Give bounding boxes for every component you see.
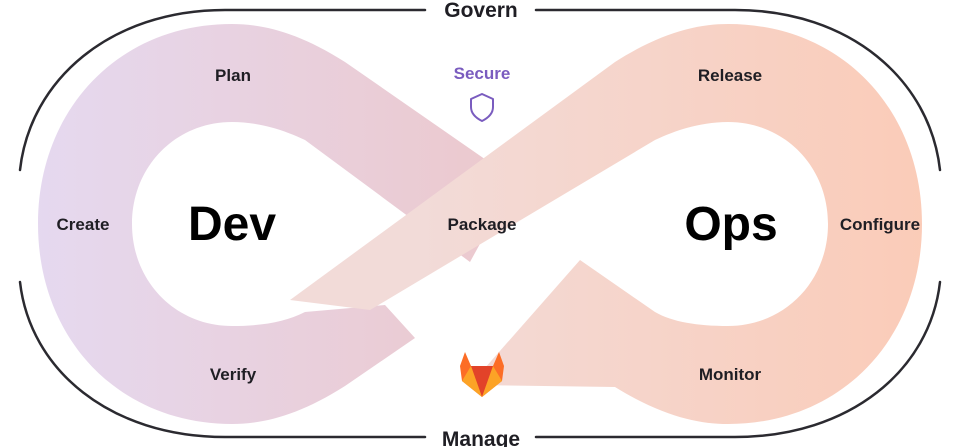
stage-plan: Plan	[215, 66, 251, 85]
ops-title: Ops	[684, 198, 777, 251]
frame-top-right-arc	[534, 8, 942, 172]
stage-monitor: Monitor	[699, 365, 762, 384]
outer-frame	[18, 8, 942, 439]
frame-top-left-arc	[18, 8, 427, 172]
stage-create: Create	[57, 215, 110, 234]
stage-configure: Configure	[840, 215, 920, 234]
ops-loop-band	[290, 24, 922, 424]
stage-verify: Verify	[210, 365, 257, 384]
dev-title: Dev	[188, 198, 276, 251]
stage-release: Release	[698, 66, 762, 85]
frame-bottom-left-arc	[18, 280, 427, 439]
shield-icon	[470, 93, 494, 122]
dev-loop-band	[38, 24, 515, 424]
manage-label: Manage	[442, 428, 520, 447]
stage-package: Package	[448, 215, 517, 234]
frame-bottom-right-arc	[534, 280, 942, 439]
govern-label: Govern	[444, 0, 518, 22]
secure-label: Secure	[454, 64, 511, 83]
gitlab-tanuki-icon	[460, 352, 504, 397]
